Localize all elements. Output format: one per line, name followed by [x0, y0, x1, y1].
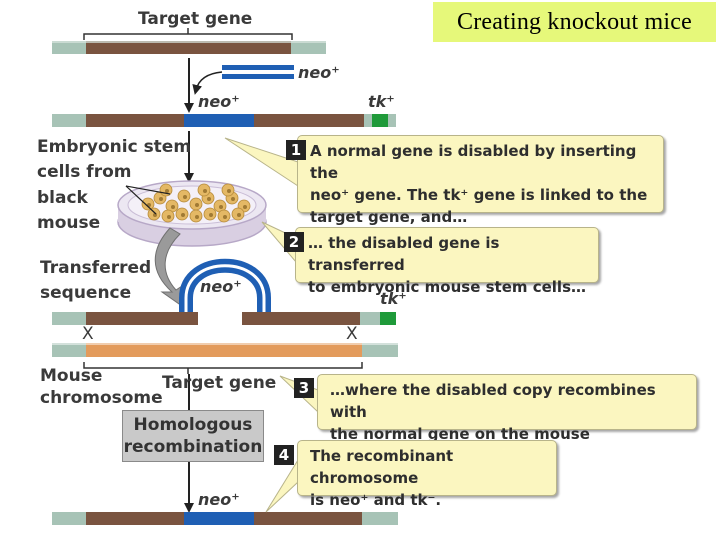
dna-transferred — [52, 312, 396, 325]
stem-cell-nucleus — [171, 205, 175, 209]
stem-cell-nucleus — [203, 189, 207, 193]
stem-cell-nucleus — [237, 213, 241, 217]
dna-recombinant — [52, 512, 398, 525]
callout-step-3: …where the disabled copy recombines with… — [317, 374, 697, 465]
stem-cell-nucleus — [167, 215, 171, 219]
target-gene-label-top: Target gene — [138, 9, 253, 29]
step-1-number: 1 — [286, 140, 306, 160]
mouse-chromosome — [52, 343, 398, 357]
stem-cell-nucleus — [207, 197, 211, 201]
stem-cells — [141, 183, 251, 223]
homologous-recombination-box: Homologous recombination — [122, 410, 264, 462]
step-2-line-2: to embryonic mouse stem cells… — [308, 278, 586, 296]
step-4-number: 4 — [274, 445, 294, 465]
slide-title: Creating knockout mice — [433, 2, 716, 42]
callout-step-2: … the disabled gene is transferred to em… — [295, 227, 599, 296]
callout-step-4: The recombinant chromosome is neo⁺ and t… — [297, 440, 557, 509]
homologous-label-1: Homologous — [133, 415, 253, 435]
target-gene-bracket — [83, 28, 293, 40]
stem-cell-nucleus — [159, 197, 163, 201]
stem-cell-nucleus — [195, 203, 199, 207]
es-cells-label-2: cells from — [37, 162, 132, 182]
neo-label-loop: neo⁺ — [200, 277, 242, 296]
neo-fragment — [222, 65, 294, 79]
tk-label-row3: tk⁺ — [380, 289, 407, 308]
callout-step-1: A normal gene is disabled by inserting t… — [297, 135, 664, 226]
neo-label-top: neo⁺ — [298, 63, 340, 82]
dna-target-gene-top — [52, 41, 326, 54]
stem-cell-nucleus — [181, 213, 185, 217]
mouse-label-2: chromosome — [40, 388, 163, 408]
stem-cell-nucleus — [227, 189, 231, 193]
step-1-line-2: neo⁺ gene. The tk⁺ gene is linked to the — [310, 186, 648, 204]
step-4-line-1: The recombinant chromosome — [310, 447, 454, 487]
es-cells-label-1: Embryonic stem — [37, 137, 192, 157]
step-1-line-1: A normal gene is disabled by inserting t… — [310, 142, 637, 182]
stem-cell-nucleus — [223, 215, 227, 219]
target-gene-label-mid: Target gene — [162, 373, 277, 393]
homologous-label-2: recombination — [123, 437, 263, 457]
stem-cell-nucleus — [231, 197, 235, 201]
callout-4-pointer — [265, 458, 299, 513]
step-1-line-3: target gene, and… — [310, 208, 468, 226]
transferred-label-1: Transferred — [40, 258, 152, 278]
transferred-loop — [179, 258, 271, 312]
stem-cell-nucleus — [195, 215, 199, 219]
stem-cell-nucleus — [183, 195, 187, 199]
cross-left: X — [82, 324, 94, 344]
step-3-number: 3 — [294, 378, 314, 398]
neo-label-row2: neo⁺ — [198, 92, 240, 111]
stem-cell-nucleus — [165, 189, 169, 193]
step-4-line-2: is neo⁺ and tk⁻. — [310, 491, 442, 509]
mouse-label-1: Mouse — [40, 366, 103, 386]
cells-pointer-2 — [125, 185, 157, 215]
stem-cell-nucleus — [209, 213, 213, 217]
stem-cell-nucleus — [243, 205, 247, 209]
step-2-line-1: … the disabled gene is transferred — [308, 234, 500, 274]
transferred-label-2: sequence — [40, 283, 132, 303]
tk-label-row2: tk⁺ — [368, 92, 395, 111]
target-gene-bracket-mid — [83, 362, 363, 374]
neo-insert-arrow — [192, 71, 223, 95]
step-3-line-1: …where the disabled copy recombines with — [330, 381, 656, 421]
step-2-number: 2 — [284, 232, 304, 252]
es-cells-label-3: black — [37, 188, 88, 208]
es-cells-label-4: mouse — [37, 213, 101, 233]
dna-disabled-gene — [52, 114, 396, 127]
cells-pointer-1 — [125, 185, 171, 195]
stem-cell-nucleus — [219, 205, 223, 209]
neo-label-bottom: neo⁺ — [198, 490, 240, 509]
cross-right: X — [346, 324, 358, 344]
